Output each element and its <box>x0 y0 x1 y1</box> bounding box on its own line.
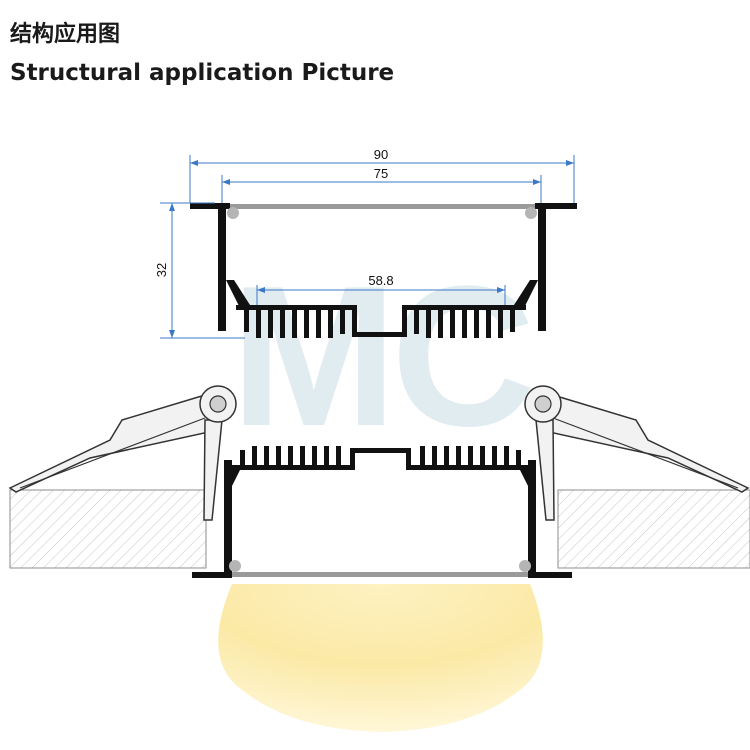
diffuser-installed <box>232 572 528 577</box>
light-beam <box>218 584 543 732</box>
spring-clip-right <box>524 385 750 521</box>
ceiling-board-left <box>9 489 207 569</box>
spring-clip-left <box>8 385 237 521</box>
diffuser-top <box>230 204 535 209</box>
profile-section-top <box>190 203 577 338</box>
dim-outer-width: 90 <box>374 147 388 162</box>
dim-height: 32 <box>154 263 169 277</box>
profile-section-installed <box>192 446 572 578</box>
dimension-arrows <box>169 160 574 338</box>
dimension-lines <box>160 155 575 339</box>
ceiling-board-right <box>557 489 750 569</box>
watermark: MC <box>230 245 530 468</box>
dim-inner-width: 75 <box>374 166 388 181</box>
page-title-cn: 结构应用图 <box>10 22 121 47</box>
page-title-en: Structural application Picture <box>10 60 395 86</box>
dim-channel-width: 58.8 <box>368 273 393 288</box>
